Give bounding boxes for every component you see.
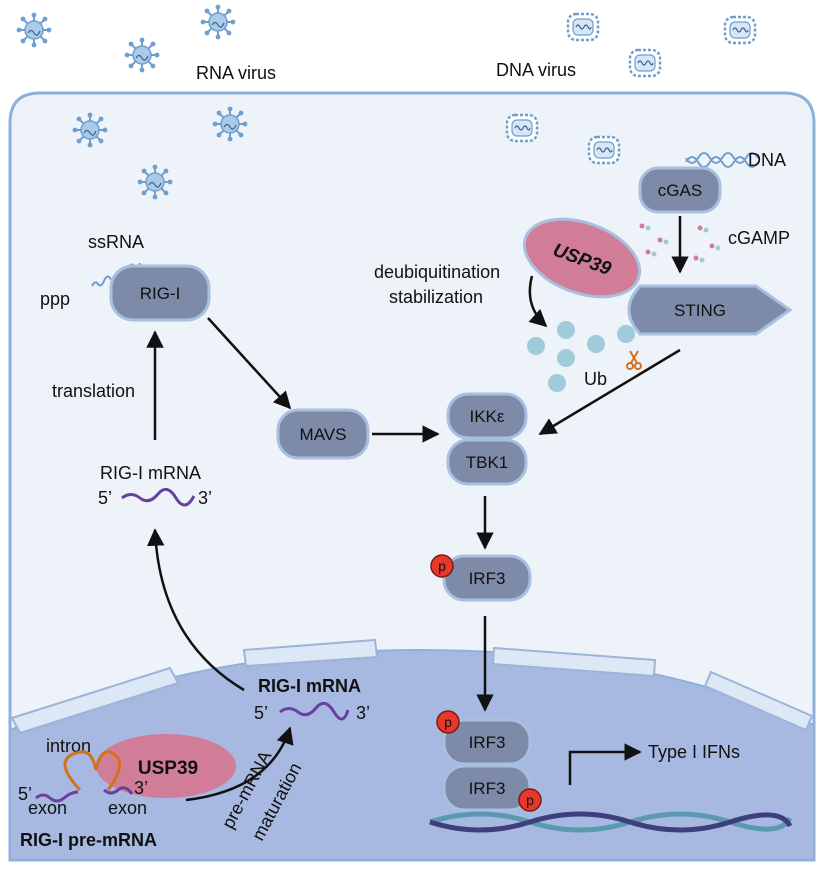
dna-label: DNA xyxy=(748,150,786,170)
exon-left xyxy=(35,790,79,803)
tbk1-protein: TBK1 xyxy=(446,438,528,486)
mavs-label: MAVS xyxy=(300,425,347,444)
ikke-label: IKKε xyxy=(470,407,505,426)
cgamp-molecules xyxy=(639,223,721,263)
usp39-nuc-label: USP39 xyxy=(138,758,198,779)
phospho-badge: p xyxy=(430,554,454,578)
cgas-label: cGAS xyxy=(658,181,702,200)
svg-text:p: p xyxy=(526,792,534,808)
intron-loop xyxy=(63,750,121,792)
exon-right-label: exon xyxy=(108,798,147,818)
translation-label: translation xyxy=(52,381,135,401)
mrna-cyto-strand xyxy=(121,487,196,507)
svg-text:p: p xyxy=(438,558,446,574)
sting-protein: STING xyxy=(627,284,793,336)
sting-label: STING xyxy=(674,301,726,320)
dna-virus-icon xyxy=(566,12,757,78)
genomic-dna xyxy=(429,811,793,833)
maturation-arrow xyxy=(185,726,294,802)
svg-text:3’: 3’ xyxy=(134,778,148,798)
svg-text:3’: 3’ xyxy=(198,488,212,508)
ubiquitin-chain xyxy=(527,321,635,392)
ub-label: Ub xyxy=(584,369,607,389)
transcription-arrow xyxy=(568,743,642,785)
pre-mrna-label: RIG-I pre-mRNA xyxy=(20,830,157,850)
rig-i-to-mavs-arrow xyxy=(207,317,292,410)
phospho-badge: p xyxy=(436,710,460,734)
usp39-to-ub-arrow xyxy=(528,275,548,328)
irf3-nuclear-bottom-protein: IRF3 xyxy=(442,764,532,812)
deubiquitination-label: deubiquitination xyxy=(374,262,500,282)
export-arrow xyxy=(146,528,245,692)
usp39-nuclear-protein: USP39 xyxy=(96,734,236,798)
rig-i-label: RIG-I xyxy=(140,284,181,303)
nuclear-envelope-segments xyxy=(10,638,814,735)
usp39-cytoplasmic-protein: USP39 xyxy=(522,217,642,299)
cgamp-label: cGAMP xyxy=(728,228,790,248)
irf3-cytoplasmic-protein: IRF3 xyxy=(442,554,532,602)
phospho-badge: p xyxy=(518,788,542,812)
mavs-protein: MAVS xyxy=(276,408,370,460)
scissors-icon xyxy=(626,350,642,370)
svg-text:3’: 3’ xyxy=(356,703,370,723)
irf3-nuc-top-label: IRF3 xyxy=(469,733,506,752)
exon-left-label: exon xyxy=(28,798,67,818)
irf3-nuclear-top-protein: IRF3 xyxy=(442,718,532,766)
svg-text:5’: 5’ xyxy=(98,488,112,508)
irf3-nuc-bottom-label: IRF3 xyxy=(469,779,506,798)
rig-i-mrna-cyto-label: RIG-I mRNA xyxy=(100,463,201,483)
rig-i-protein: RIG-I xyxy=(109,264,211,322)
ikke-protein: IKKε xyxy=(446,392,528,440)
tbk1-label: TBK1 xyxy=(466,453,509,472)
stabilization-label: stabilization xyxy=(389,287,483,307)
type-i-ifns-label: Type I IFNs xyxy=(648,742,740,762)
pathway-arrows xyxy=(146,216,689,802)
rna-virus-label: RNA virus xyxy=(196,63,276,83)
rig-i-mrna-nuclear-label: RIG-I mRNA xyxy=(258,676,361,696)
svg-text:5’: 5’ xyxy=(18,784,32,804)
ppp-label: ppp xyxy=(40,289,70,309)
svg-text:p: p xyxy=(444,714,452,730)
mrna-nuclear-strand xyxy=(279,701,350,721)
dna-virus-label: DNA virus xyxy=(496,60,576,80)
irf3-cyto-label: IRF3 xyxy=(469,569,506,588)
sting-to-tbk1-arrow xyxy=(538,348,681,436)
cgas-protein: cGAS xyxy=(638,166,722,214)
dna-helix xyxy=(685,152,759,168)
svg-text:5’: 5’ xyxy=(254,703,268,723)
ssrna-label: ssRNA xyxy=(88,232,144,252)
exon-right xyxy=(103,786,134,795)
